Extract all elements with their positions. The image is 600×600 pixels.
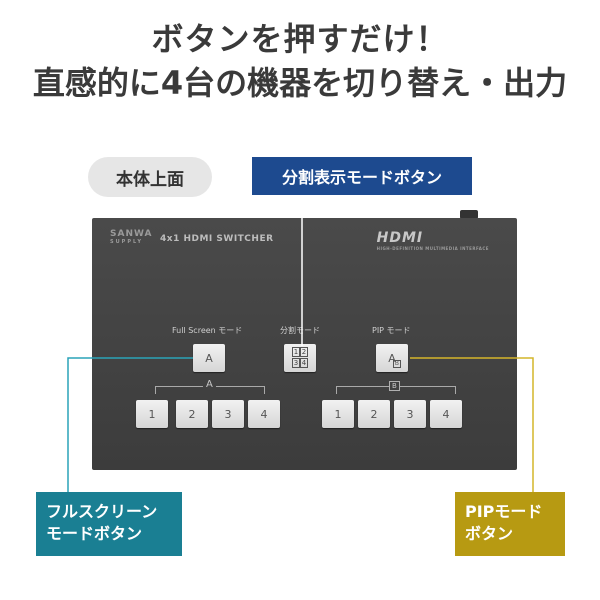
split-cell-3: 3 (292, 358, 300, 368)
input-a-2-button[interactable]: 2 (176, 400, 208, 428)
input-a-4-button[interactable]: 4 (248, 400, 280, 428)
hdmi-logo: HDMI HIGH-DEFINITION MULTIMEDIA INTERFAC… (377, 230, 489, 251)
pip-mode-callout: PIPモード ボタン (455, 492, 565, 556)
input-b-4-button[interactable]: 4 (430, 400, 462, 428)
split-mode-label: 分割モード (280, 326, 320, 335)
brand-logo: SANWA SUPPLY (110, 230, 152, 246)
device-connector (460, 210, 478, 219)
headline-line-1: ボタンを押すだけ！ (151, 20, 449, 58)
hdmi-logo-text: HDMI (376, 230, 424, 246)
group-b-label: B (389, 381, 400, 391)
split-cell-2: 2 (300, 347, 308, 357)
pip-mode-leader (410, 357, 534, 492)
headline-line-2: 直感的に4台の機器を切り替え・出力 (32, 64, 568, 102)
group-a-label: A (203, 379, 216, 390)
full-screen-mode-leader (67, 357, 193, 492)
brand-sub: SUPPLY (110, 239, 144, 245)
input-b-3-button[interactable]: 3 (394, 400, 426, 428)
input-b-1-button[interactable]: 1 (322, 400, 354, 428)
pip-mode-label: PIP モード (372, 326, 411, 335)
hdmi-switcher-device: SANWA SUPPLY 4x1 HDMI SWITCHER HDMI HIGH… (92, 218, 517, 470)
input-a-1-button[interactable]: 1 (136, 400, 168, 428)
full-screen-callout-line-1: フルスクリーン (46, 502, 158, 521)
model-name: 4x1 HDMI SWITCHER (160, 234, 274, 244)
input-a-3-button[interactable]: 3 (212, 400, 244, 428)
split-cell-1: 1 (292, 347, 300, 357)
split-cell-4: 4 (300, 358, 308, 368)
split-mode-callout: 分割表示モードボタン (252, 157, 472, 195)
pip-callout-line-2: ボタン (465, 524, 514, 543)
full-screen-mode-label: Full Screen モード (172, 326, 243, 335)
full-screen-mode-callout: フルスクリーン モードボタン (36, 492, 182, 556)
full-screen-button-label: A (205, 351, 213, 365)
brand-name: SANWA (110, 229, 153, 239)
hdmi-logo-tagline: HIGH-DEFINITION MULTIMEDIA INTERFACE (376, 246, 489, 251)
pip-mode-button[interactable]: A B (376, 344, 408, 372)
pip-button-sub-label: B (392, 360, 401, 368)
full-screen-callout-line-2: モードボタン (46, 524, 143, 543)
full-screen-mode-button[interactable]: A (193, 344, 225, 372)
pip-button-label: A (388, 351, 396, 365)
input-b-2-button[interactable]: 2 (358, 400, 390, 428)
pip-callout-line-1: PIPモード (465, 502, 543, 521)
view-label-badge: 本体上面 (88, 157, 212, 197)
